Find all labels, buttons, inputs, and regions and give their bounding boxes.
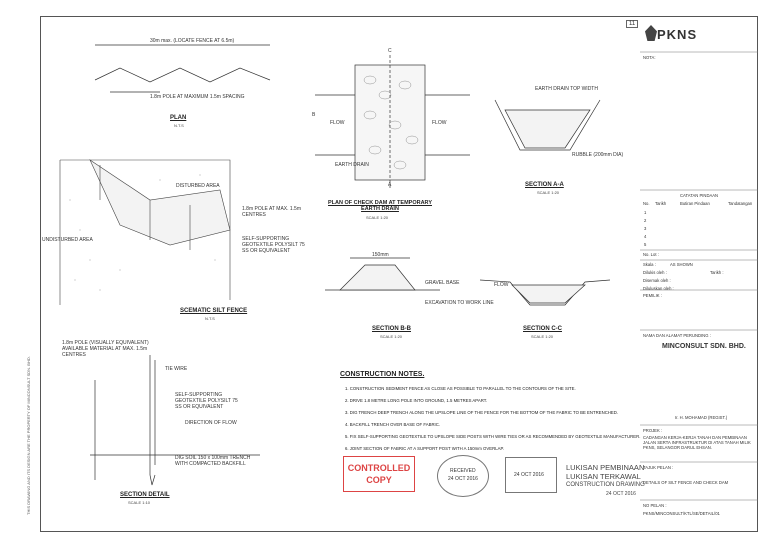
pemilik-label: PEMILIK : — [643, 293, 662, 298]
plan-posts-label: 1.8m POLE AT MAXIMUM 1.5m SPACING — [150, 94, 245, 100]
skala-value: AS SHOWN — [670, 262, 693, 267]
pkns-logo-icon — [645, 25, 657, 41]
received-date: 24 OCT 2016 — [448, 476, 478, 482]
projek-text: CADANGAN KERJA-KERJA TANAH DAN PEMBINAAN… — [643, 435, 751, 450]
rev-row: 3 — [644, 226, 647, 231]
section-aa-scale: SCALE 1:20 — [537, 190, 560, 195]
drawing-sheet — [40, 16, 758, 532]
lukisan-pembinaan: LUKISAN PEMBINAAN — [566, 463, 645, 472]
check-dam-scale: SCALE 1:20 — [366, 215, 389, 220]
signatory: Ir. H. MOHAMAD (REGIST.) — [675, 415, 728, 420]
rev-row: 1 — [644, 210, 647, 215]
schematic-scale: N.T.S — [205, 316, 215, 321]
section-cc-flow-label: FLOW — [494, 282, 509, 288]
notes-title: CONSTRUCTION NOTES. — [340, 371, 425, 378]
section-cc-title: SECTION C-C — [523, 326, 562, 332]
rev-row: 4 — [644, 234, 647, 239]
plan-title: PLAN — [170, 115, 187, 121]
earth-drain-label: EARTH DRAIN — [335, 162, 369, 168]
diluluskan-label: Diluluskan oleh : — [643, 286, 674, 291]
dilukis-label: Dilukis oleh : — [643, 270, 667, 275]
rev-col: Butiran Pindaan — [680, 201, 710, 206]
no-pelan-value: PKNS/MINCONSULT/KTL/SE/DETAIL/01 — [643, 511, 720, 516]
no-lot-label: No. Lot : — [643, 252, 659, 257]
note-item: 6. JOINT SECTION OF FABRIC AT A SUPPORT … — [345, 446, 504, 451]
box-date: 24 OCT 2016 — [514, 472, 544, 478]
section-aa-top-label: EARTH DRAIN TOP WIDTH — [535, 86, 598, 92]
schematic-pole-label: 1.8m POLE AT MAX. 1.5m CENTRES — [242, 206, 302, 218]
check-dam-title: PLAN OF CHECK DAM AT TEMPORARY EARTH DRA… — [328, 200, 432, 212]
perunding-name: MINCONSULT SDN. BHD. — [662, 343, 746, 350]
section-aa-rubble-label: RUBBLE (200mm DIA) — [572, 152, 624, 158]
skala-label: Skala : — [643, 262, 656, 267]
schematic-geotextile-label: SELF-SUPPORTING GEOTEXTILE POLYSILT 75 S… — [242, 236, 305, 254]
rev-row: 2 — [644, 218, 647, 223]
rev-col: Tandatangan — [728, 201, 753, 206]
flow-left-label: FLOW — [330, 120, 345, 126]
detail-pole-label: 1.8m POLE (VISUALLY EQUIVALENT) AVAILABL… — [62, 340, 149, 358]
lukisan-terkawal: LUKISAN TERKAWAL — [566, 472, 641, 481]
section-aa-title: SECTION A-A — [525, 182, 564, 188]
disturbed-area-label: DISTURBED AREA — [176, 183, 220, 189]
perunding-label: NAMA DAN ALAMAT PERUNDING : — [643, 333, 711, 338]
plan-scale: N.T.S — [174, 123, 184, 128]
note-item: 4. BACKFILL TRENCH OVER BASE OF FABRIC. — [345, 422, 441, 427]
rev-col: No. — [643, 201, 650, 206]
controlled-copy-stamp: CONTROLLED COPY — [343, 456, 415, 492]
rev-col: Tarikh — [655, 201, 667, 206]
section-bb-title: SECTION B-B — [372, 326, 411, 332]
section-bb-excavation-label: EXCAVATION TO WORK LINE — [425, 300, 494, 306]
lukisan-stamp: LUKISAN PEMBINAAN LUKISAN TERKAWAL CONST… — [566, 463, 645, 499]
note-item: 2. DRIVE 1.8 METRE LONG POLE INTO GROUND… — [345, 398, 488, 403]
pkns-logo: PKNS — [657, 27, 698, 42]
note-item: 1. CONSTRUCTION SEDIMENT FENCE AS CLOSE … — [345, 386, 576, 391]
rev-row: 5 — [644, 242, 647, 247]
detail-flow-label: DIRECTION OF FLOW — [185, 420, 237, 426]
section-bb-gravel-label: GRAVEL BASE — [425, 280, 460, 286]
section-marker-b: B — [312, 112, 316, 118]
tajuk-text: DETAILS OF SILT FENCE AND CHECK DAM — [643, 480, 729, 485]
construction-drawing: CONSTRUCTION DRAWING — [566, 482, 645, 488]
section-bb-scale: SCALE 1:20 — [380, 334, 403, 339]
construction-date: 24 OCT 2016 — [606, 491, 636, 497]
no-pelan-label: NO PELAN : — [643, 503, 667, 508]
plan-spacing-label: 30m max. (LOCATE FENCE AT 6.5m) — [150, 38, 235, 44]
projek-label: PROJEK : — [643, 428, 663, 433]
tarikh-label: Tarikh : — [710, 270, 724, 275]
received-stamp: RECEIVED 24 OCT 2016 — [437, 455, 489, 497]
section-marker-c: C — [388, 48, 392, 54]
tajuk-label: TAJUK PELAN : — [643, 465, 674, 470]
schematic-title: SCEMATIC SILT FENCE — [180, 308, 248, 314]
detail-title: SECTION DETAIL — [120, 492, 170, 498]
revision-header: CATATAN PINDAAN — [680, 193, 719, 198]
page-number: 11 — [626, 20, 639, 28]
date-box-stamp: 24 OCT 2016 — [505, 457, 557, 493]
section-bb-dim-top: 150mm — [372, 252, 389, 258]
nota-label: NOTA: — [643, 55, 656, 60]
section-marker-a: A — [388, 182, 392, 188]
note-item: 3. DIG TRENCH DEEP TRENCH ALONG THE UPSL… — [345, 410, 619, 415]
detail-scale: SCALE 1:10 — [128, 500, 151, 505]
disemak-label: Disemak oleh : — [643, 278, 671, 283]
section-cc-scale: SCALE 1:20 — [531, 334, 554, 339]
detail-geotextile-label: SELF-SUPPORTING GEOTEXTILE POLYSILT 75 S… — [175, 392, 238, 410]
flow-right-label: FLOW — [432, 120, 447, 126]
note-item: 5. FIX SELF-SUPPORTING GEOTEXTILE TO UPS… — [345, 434, 641, 439]
detail-trench-label: DIG SOIL 150 x 100mm TRENCH WITH COMPACT… — [175, 455, 251, 467]
received-label: RECEIVED — [450, 468, 476, 474]
detail-tie-wire-label: TIE WIRE — [165, 366, 188, 372]
undisturbed-area-label: UNDISTURBED AREA — [42, 237, 93, 243]
